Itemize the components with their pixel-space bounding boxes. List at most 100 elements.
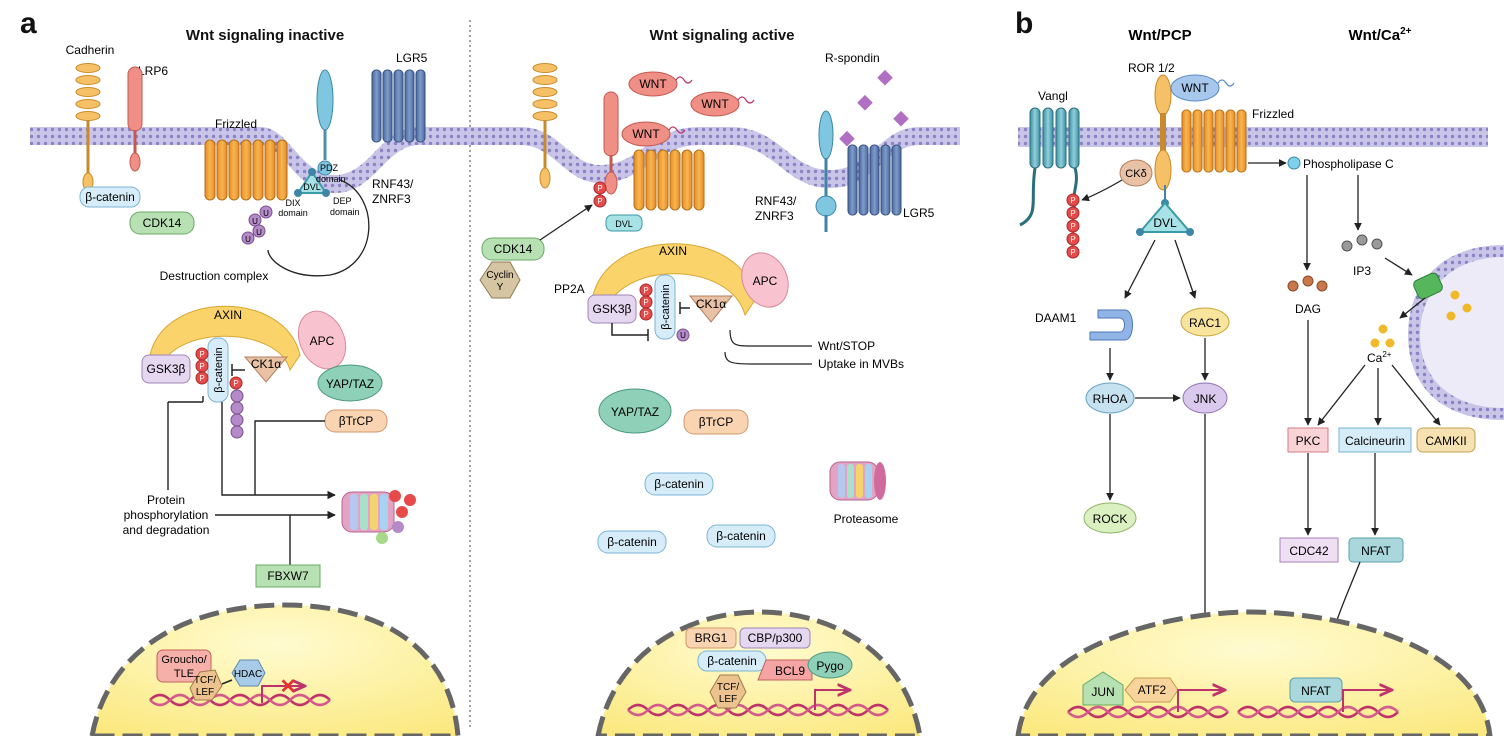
cdk14-label-active: CDK14 bbox=[494, 242, 533, 256]
wnt-label-1: WNT bbox=[639, 77, 667, 91]
tcf-label-active-2: LEF bbox=[719, 694, 737, 705]
gsk3b-label-active: GSK3β bbox=[593, 302, 632, 316]
protein-label-2: phosphorylation bbox=[124, 508, 209, 522]
catenin-to-proteasome bbox=[221, 402, 336, 500]
inhibit-line-gsk bbox=[167, 396, 204, 490]
cdk14-box-active bbox=[481, 237, 545, 261]
p-label: P bbox=[597, 197, 602, 206]
nucleus-b bbox=[1015, 609, 1493, 739]
tcf-label-a1: TCF/ bbox=[194, 675, 216, 686]
tss-arrow-b1 bbox=[1177, 690, 1225, 712]
cdk14-arrow bbox=[539, 204, 593, 241]
brg1-box bbox=[685, 627, 737, 649]
cdc42-box bbox=[1279, 537, 1339, 563]
znrf3-label-a: ZNRF3 bbox=[372, 192, 411, 206]
cyclin-label-2: Y bbox=[497, 282, 504, 293]
wnt-ligand-b bbox=[1170, 74, 1220, 102]
p-label: P bbox=[597, 184, 602, 193]
wnt-ligand-3 bbox=[621, 121, 671, 147]
calcineurin-box bbox=[1338, 427, 1412, 453]
ck1a-shape-active bbox=[688, 295, 734, 323]
proteasome-label: Proteasome bbox=[834, 512, 899, 526]
axin-label-active: AXIN bbox=[659, 244, 687, 258]
yap-taz-label-a: YAP/TAZ bbox=[326, 377, 374, 391]
pcp-title: Wnt/PCP bbox=[1128, 27, 1191, 44]
cdc42-label: CDC42 bbox=[1289, 544, 1329, 558]
cdk14-box-a bbox=[129, 211, 195, 235]
ckd-arrow bbox=[1081, 179, 1123, 202]
rnf43-active bbox=[815, 110, 837, 232]
wnt-label-3: WNT bbox=[632, 127, 660, 141]
pdz-domain-label: domain bbox=[316, 174, 346, 184]
daam1-shape bbox=[1089, 309, 1133, 341]
dvl-loop-arrow bbox=[267, 179, 370, 277]
bcl9-label: BCL9 bbox=[775, 664, 805, 678]
fbxw7-label: FBXW7 bbox=[267, 569, 309, 583]
fbxw7-box bbox=[255, 564, 321, 588]
tcf-shape-active bbox=[709, 674, 747, 709]
hdac-shape bbox=[231, 659, 266, 687]
u-label: U bbox=[252, 217, 258, 226]
beta-catenin-cadherin-box bbox=[79, 186, 141, 208]
ck1a-shape-a bbox=[243, 356, 289, 383]
btrcp-label-active: βTrCP bbox=[699, 415, 733, 429]
ror-receptor: ROR 1/2 bbox=[1128, 61, 1175, 191]
frizzled-receptor-b bbox=[1181, 109, 1247, 173]
ubiquitin-chain-a: U U U U bbox=[241, 205, 273, 245]
cadherin-active bbox=[532, 63, 558, 189]
hdac-inhibit bbox=[221, 679, 233, 685]
cadherin-label: Cadherin bbox=[66, 43, 115, 57]
beta-catenin-nuclear-label: β-catenin bbox=[707, 654, 757, 668]
p-label: P bbox=[643, 286, 648, 295]
dix-domain-label: domain bbox=[278, 208, 308, 218]
lgr5-receptor-inactive: LGR5 bbox=[371, 51, 428, 143]
gsk3b-box-a bbox=[141, 354, 191, 384]
daam1-label: DAAM1 bbox=[1035, 311, 1077, 325]
wnt-tail-b bbox=[1217, 79, 1235, 87]
uptake-label: Uptake in MVBs bbox=[818, 357, 904, 371]
apc-shape-active bbox=[741, 252, 789, 308]
rnf43-label-a: RNF43/ bbox=[372, 177, 414, 191]
dna-helix-a bbox=[149, 693, 331, 707]
protein-label-1: Protein bbox=[147, 493, 185, 507]
tcf-label-a2: LEF bbox=[196, 687, 214, 698]
jnk-label: JNK bbox=[1194, 392, 1217, 406]
inactive-title: Wnt signaling inactive bbox=[186, 27, 344, 44]
vangl-label: Vangl bbox=[1038, 89, 1068, 103]
axin-label-a: AXIN bbox=[214, 308, 242, 322]
pp2a-label: PP2A bbox=[554, 282, 585, 296]
camkii-label: CAMKII bbox=[1425, 434, 1466, 448]
wnt-label-b: WNT bbox=[1181, 81, 1209, 95]
brg1-label: BRG1 bbox=[695, 631, 728, 645]
wnt-ligand-1 bbox=[628, 71, 678, 97]
rhoa-shape bbox=[1085, 382, 1135, 414]
btrcp-box-active bbox=[683, 409, 749, 435]
block-x-icon: ✕ bbox=[280, 676, 297, 698]
nfat-nuclear-label: NFAT bbox=[1301, 684, 1331, 698]
phospho-column-active: P P P U bbox=[639, 283, 690, 342]
cyclin-y-shape bbox=[479, 261, 521, 299]
lrp6-receptor: LRP6 bbox=[127, 64, 168, 172]
frizzled-label-a: Frizzled bbox=[215, 117, 257, 131]
ca-to-pkc bbox=[1317, 364, 1366, 426]
btrcp-label-a: βTrCP bbox=[339, 414, 373, 428]
p-label: P bbox=[199, 362, 204, 371]
ca-ions bbox=[1370, 324, 1395, 348]
nfat-box bbox=[1348, 537, 1404, 563]
u-label: U bbox=[263, 209, 269, 218]
dvl-to-daam1 bbox=[1124, 239, 1156, 299]
frizzled-receptor-inactive: Frizzled bbox=[204, 117, 288, 201]
beta-catenin-free-1 bbox=[644, 472, 714, 496]
beta-catenin-vertical-active bbox=[654, 274, 676, 340]
beta-catenin-free-label-2: β-catenin bbox=[607, 535, 657, 549]
cell-membrane-b bbox=[1018, 127, 1488, 147]
r-spondin-label: R-spondin bbox=[825, 51, 880, 65]
lrp6-active: P P bbox=[593, 91, 619, 208]
rock-label: ROCK bbox=[1093, 512, 1128, 526]
wnt-tails bbox=[668, 76, 755, 134]
p-label: P bbox=[199, 350, 204, 359]
beta-catenin-cadherin-label: β-catenin bbox=[85, 190, 135, 204]
wnt-stop-label: Wnt/STOP bbox=[818, 339, 875, 353]
ckd-shape bbox=[1119, 159, 1153, 187]
hdac-label: HDAC bbox=[234, 669, 262, 680]
